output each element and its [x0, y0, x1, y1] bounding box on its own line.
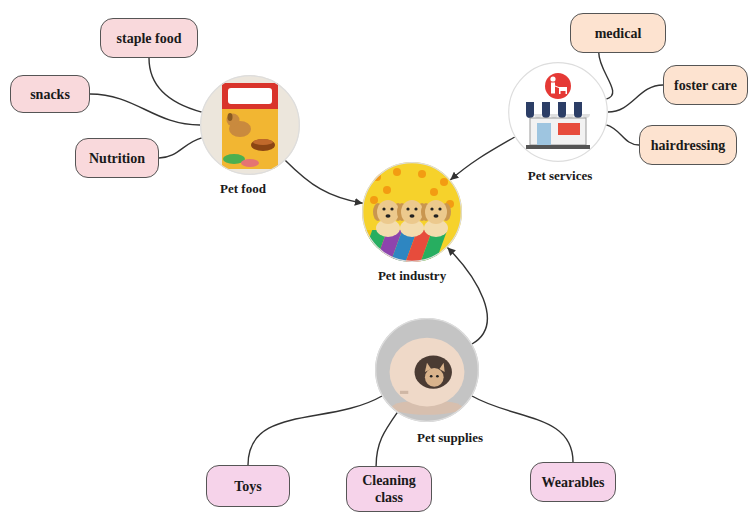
category-circle: Pet supplies [375, 318, 479, 422]
branch-line [608, 85, 663, 112]
circle-caption: Pet food [218, 181, 268, 197]
category-box: foster care [663, 65, 748, 105]
category-circle: Pet services [508, 62, 608, 162]
box-label: medical [595, 25, 642, 42]
box-label: snacks [30, 86, 70, 103]
category-box: Cleaning class [346, 466, 432, 512]
box-label: Toys [234, 478, 262, 495]
branch-line [376, 413, 397, 466]
circle-caption: Pet industry [376, 268, 448, 284]
category-circle: Pet industry [362, 162, 462, 262]
flow-arrow [285, 160, 362, 203]
box-label: staple food [117, 30, 182, 47]
box-label: Wearables [542, 474, 605, 491]
box-label: Nutrition [89, 150, 145, 167]
category-box: staple food [100, 18, 198, 58]
category-circle: Pet food [200, 75, 300, 175]
category-box: hairdressing [639, 125, 737, 165]
circle-illustration [508, 62, 608, 162]
box-label: Cleaning class [356, 472, 422, 506]
box-label: hairdressing [651, 137, 725, 154]
branch-line [90, 94, 200, 125]
branch-line [159, 138, 202, 158]
circle-caption: Pet services [526, 168, 595, 184]
category-box: snacks [10, 75, 90, 113]
circle-caption: Pet supplies [415, 430, 485, 446]
circle-illustration [200, 75, 300, 175]
box-label: foster care [674, 77, 737, 94]
category-box: Wearables [530, 462, 616, 502]
branch-line [149, 58, 202, 112]
branch-line [606, 125, 639, 145]
branch-line [472, 396, 573, 462]
branch-line [248, 396, 382, 465]
category-box: medical [570, 13, 666, 53]
circle-illustration [375, 318, 479, 422]
category-box: Nutrition [75, 138, 159, 178]
flow-arrow [450, 137, 514, 180]
category-box: Toys [206, 465, 290, 507]
circle-illustration [362, 162, 462, 262]
